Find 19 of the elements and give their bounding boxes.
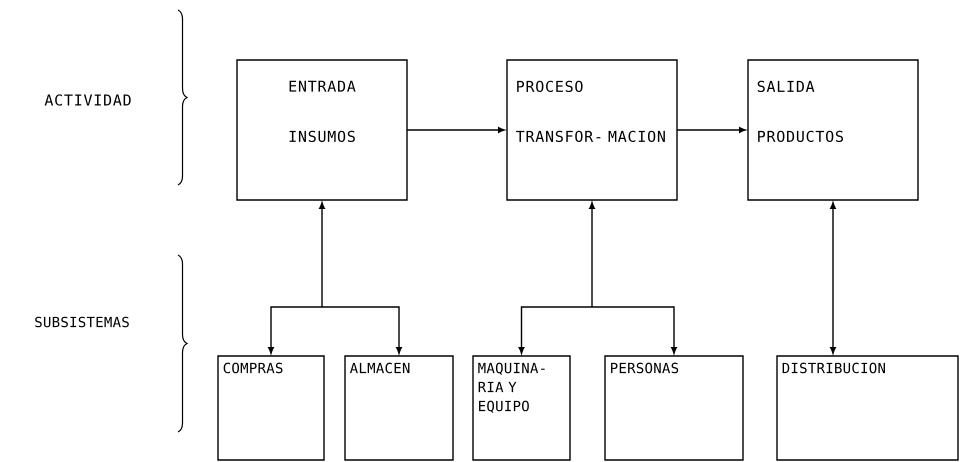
arrow	[589, 202, 595, 307]
process-box: SALIDA PRODUCTOS	[747, 59, 919, 201]
arrow	[407, 127, 505, 133]
process-box: DISTRIBUCION	[776, 355, 959, 461]
arrow	[268, 306, 322, 354]
process-box: COMPRAS	[217, 355, 325, 461]
process-box: PERSONAS	[604, 355, 744, 461]
arrow	[319, 202, 325, 307]
process-box: PROCESO TRANSFOR- MACION	[506, 59, 678, 201]
group-label: SUBSISTEMAS	[35, 316, 129, 328]
process-box: MAQUINA- RIA Y EQUIPO	[472, 355, 571, 461]
arrow	[830, 202, 836, 354]
arrow	[592, 306, 677, 354]
arrow	[322, 306, 402, 354]
group-label: ACTIVIDAD	[44, 94, 131, 106]
arrow	[677, 127, 746, 133]
process-box: ALMACEN	[344, 355, 454, 461]
arrow	[518, 306, 592, 354]
process-box: ENTRADA INSUMOS	[236, 59, 408, 201]
